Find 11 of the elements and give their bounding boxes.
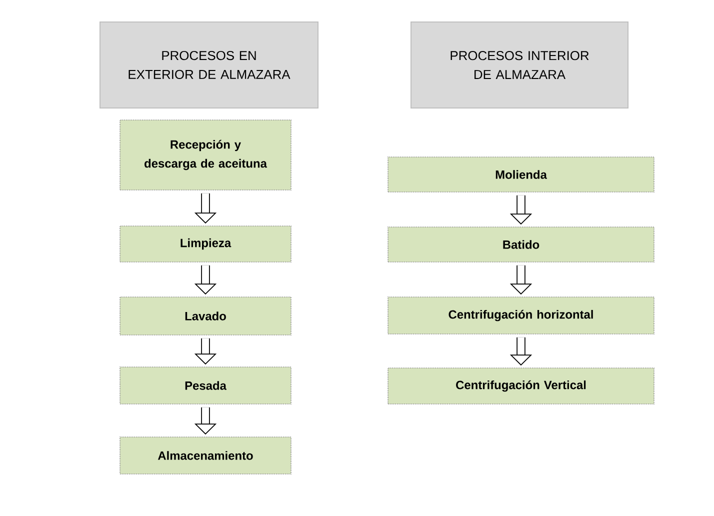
process-box: Batido [388, 226, 654, 262]
header-box: PROCESOS EN EXTERIOR DE ALMAZARA [100, 22, 318, 108]
process-box: Molienda [388, 156, 654, 192]
header-box: PROCESOS INTERIOR DE ALMAZARA [410, 22, 628, 108]
process-box: Almacenamiento [120, 436, 292, 474]
process-box: Pesada [120, 366, 292, 404]
process-box: Centrifugación Vertical [388, 368, 654, 404]
process-box: Limpieza [120, 226, 292, 262]
process-box: Lavado [120, 296, 292, 336]
process-box: Centrifugación horizontal [388, 296, 654, 334]
process-box: Recepción y descarga de aceituna [120, 120, 292, 190]
